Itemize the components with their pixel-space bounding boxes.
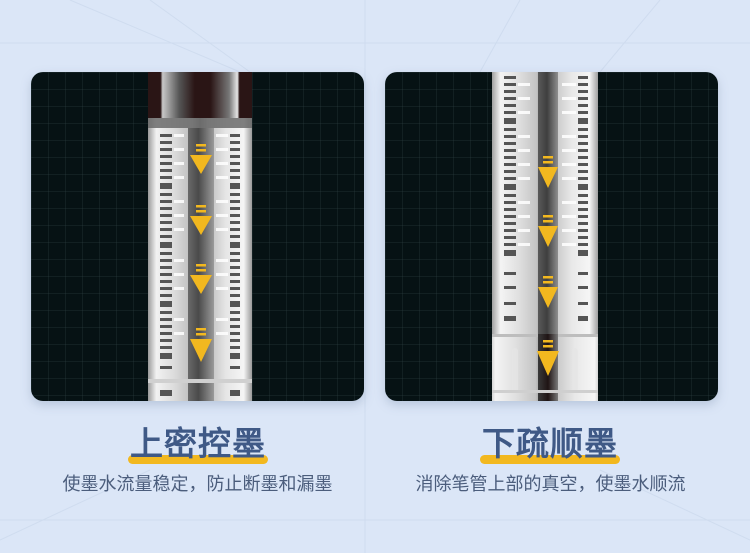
- pen-barrel-illustration-left: [148, 72, 252, 401]
- pen-barrel-illustration-right: [492, 72, 598, 401]
- right-heading: 下疏顺墨: [482, 424, 618, 463]
- left-illustration-card: [31, 72, 364, 401]
- right-subtitle: 消除笔管上部的真空，使墨水顺流: [415, 474, 686, 495]
- left-subtitle: 使墨水流量稳定，防止断墨和漏墨: [62, 474, 333, 495]
- left-heading: 上密控墨: [130, 424, 266, 463]
- heading-underline-left: [128, 455, 268, 464]
- heading-underline-right: [480, 455, 620, 464]
- right-illustration-card: [385, 72, 718, 401]
- right-heading-block: 下疏顺墨: [480, 424, 620, 468]
- left-heading-block: 上密控墨: [128, 424, 268, 468]
